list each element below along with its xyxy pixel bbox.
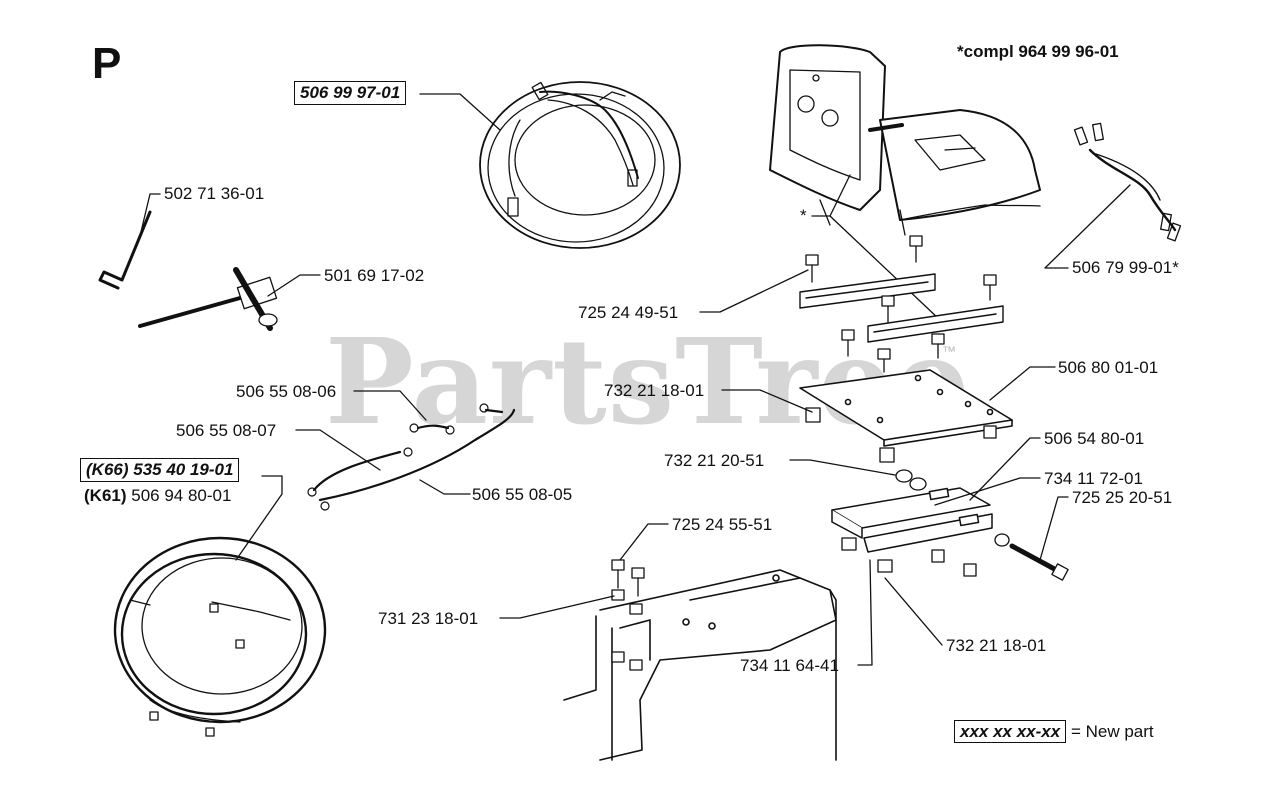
leader-harness-top bbox=[419, 93, 501, 131]
seat-bracket-illustration bbox=[831, 487, 993, 553]
long-bolt-illustration bbox=[994, 533, 1069, 581]
label-wire-06: 506 55 08-06 bbox=[236, 382, 337, 401]
label-hex-key: 502 71 36-01 bbox=[164, 184, 265, 203]
leader-bracket bbox=[969, 437, 1041, 501]
leader-wire-07 bbox=[295, 429, 381, 471]
leader-nut-frame bbox=[499, 595, 615, 619]
leader-wrench bbox=[267, 274, 321, 297]
page-letter: P bbox=[92, 39, 122, 88]
seat-bolts-illustration bbox=[805, 235, 997, 373]
leader-bolt-long bbox=[1039, 496, 1069, 561]
leader-bolt-frame bbox=[619, 523, 669, 561]
leader-plate bbox=[989, 366, 1056, 401]
label-k66-code: (K66) bbox=[86, 460, 129, 479]
hex-key-illustration bbox=[98, 210, 152, 290]
leader-hex-key bbox=[139, 193, 161, 237]
leader-right-cable bbox=[1044, 184, 1131, 269]
label-nut-frame: 731 23 18-01 bbox=[378, 609, 479, 628]
leader-bolt-top bbox=[699, 269, 809, 313]
label-bolt-frame: 725 24 55-51 bbox=[672, 515, 773, 534]
label-bracket-bottom: 734 11 64-41 bbox=[740, 656, 839, 675]
main-harness-illustration bbox=[113, 536, 327, 737]
label-k61: (K61) 506 94 80-01 bbox=[84, 486, 231, 506]
plate-nuts-illustration bbox=[805, 407, 997, 463]
leader-wire-06 bbox=[353, 390, 427, 421]
label-plate: 506 80 01-01 bbox=[1058, 358, 1159, 377]
leader-washer bbox=[789, 459, 896, 476]
label-k66-part: 535 40 19-01 bbox=[133, 460, 234, 479]
leader-k66 bbox=[235, 475, 283, 561]
label-nut-left: 732 21 18-01 bbox=[604, 381, 705, 400]
leader-nut-left bbox=[721, 389, 813, 413]
label-bolt-top: 725 24 49-51 bbox=[578, 303, 679, 322]
label-k61-code: (K61) bbox=[84, 486, 127, 505]
label-harness-top: 506 99 97-01 bbox=[294, 81, 407, 105]
right-cable-illustration bbox=[1073, 122, 1182, 242]
frame-bolts-illustration bbox=[611, 559, 645, 671]
label-washer: 732 21 20-51 bbox=[664, 451, 765, 470]
leader-bracket-bottom bbox=[857, 559, 873, 666]
bottom-nuts-illustration bbox=[841, 537, 977, 577]
complete-seat-note: *compl 964 99 96-01 bbox=[957, 42, 1119, 61]
label-wrench: 501 69 17-02 bbox=[324, 266, 425, 285]
label-bracket: 506 54 80-01 bbox=[1044, 429, 1145, 448]
label-right-cable: 506 79 99-01* bbox=[1072, 258, 1179, 277]
washer-illustration bbox=[895, 469, 927, 491]
legend-sample: xxx xx xx-xx bbox=[954, 720, 1067, 743]
seat-rails-illustration bbox=[799, 273, 1004, 343]
seat-illustration bbox=[769, 44, 1041, 236]
label-spacer: 734 11 72-01 bbox=[1044, 469, 1143, 488]
leader-spacer bbox=[934, 477, 1041, 506]
legend: xxx xx xx-xx = New part bbox=[954, 720, 1154, 743]
leader-seat-marker-b bbox=[829, 215, 941, 321]
watermark-trademark: ™ bbox=[942, 343, 956, 359]
label-wire-05: 506 55 08-05 bbox=[472, 485, 573, 504]
legend-text: = New part bbox=[1070, 722, 1154, 741]
tractor-frame-illustration bbox=[563, 569, 837, 761]
label-wire-07: 506 55 08-07 bbox=[176, 421, 277, 440]
leader-nut-bottom bbox=[884, 577, 943, 646]
ground-wires-illustration bbox=[307, 403, 516, 511]
label-k66: (K66) 535 40 19-01 bbox=[80, 458, 240, 482]
seat-asterisk: * bbox=[800, 206, 807, 225]
label-bolt-long: 725 25 20-51 bbox=[1072, 488, 1173, 507]
label-k61-part: 506 94 80-01 bbox=[131, 486, 232, 505]
leader-wire-05 bbox=[419, 479, 471, 495]
label-nut-bottom: 732 21 18-01 bbox=[946, 636, 1047, 655]
mounting-plate-illustration bbox=[799, 369, 1013, 447]
spark-plug-wrench-illustration bbox=[138, 267, 278, 331]
wiring-harness-top-illustration bbox=[479, 81, 681, 249]
